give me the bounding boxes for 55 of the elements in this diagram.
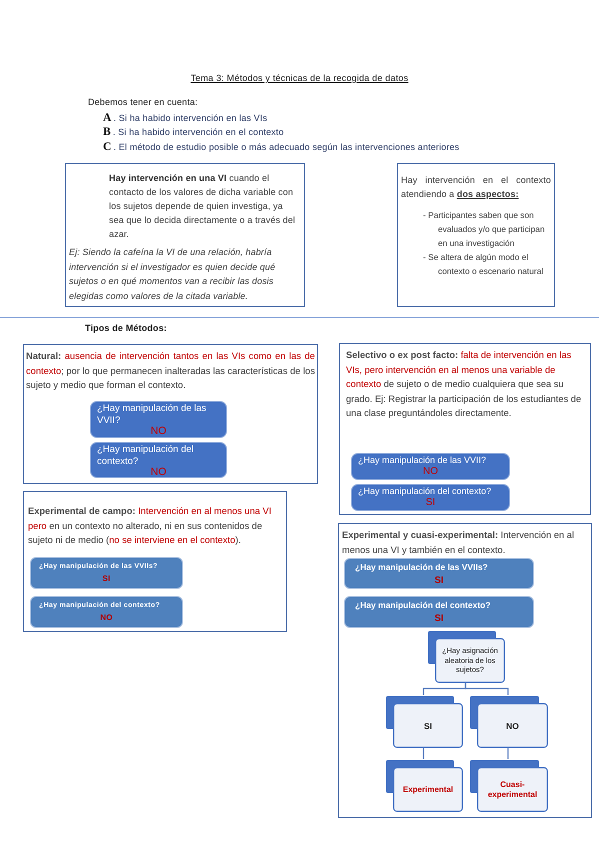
option-label: NO [506, 720, 519, 730]
question-box [344, 558, 534, 589]
method-description: Selectivo o ex post facto: falta de intervención en las VIs, pero intervención en al menos una variable de contexto de sujeto o de medio cualquiera que sea su grado. Ej: Registrar la participación de los estudiantes de una clase preguntándoles directamente. [346, 349, 582, 420]
question-text: ¿Hay manipulación del contexto? [355, 599, 492, 612]
method-description: Experimental de campo: Intervención en al menos una VI pero en un contexto no alterado, ni en sus contenidos de sujeto ni de medio (no se interviene en el contexto). [28, 505, 272, 548]
definition-text: Hay intervención en el contexto atendiendo a dos aspectos: [401, 174, 551, 201]
result-box [386, 760, 463, 812]
definition-box [397, 163, 555, 307]
question-text: ¿Hay manipulación de las VVII? [97, 403, 208, 426]
bullet-item: - Se altera de algún modo el contexto o escenario natural [422, 251, 544, 278]
question-text: ¿Hay manipulación del contexto? [97, 444, 195, 467]
question-text: ¿Hay manipulación de las VVIIs? [355, 561, 489, 574]
answer-text: SI [434, 612, 444, 625]
example-text: Ej: Siendo la cafeína la VI de una relación, habría intervención si el investigador es quien decide qué sujetos o en qué momentos van a recibir las dosis elegidas como valores de la citada variable. [69, 246, 276, 303]
definition-box [65, 163, 305, 307]
question-box [90, 401, 227, 438]
method-box [339, 343, 591, 515]
answer-text: SI [424, 497, 436, 509]
section-heading: Tipos de Métodos: [85, 322, 167, 335]
result-box [470, 760, 548, 812]
list-item: A. Si ha habido intervención en las VIs [103, 112, 268, 125]
method-box [23, 344, 318, 484]
result-label: Cuasi-experimental [486, 780, 538, 800]
question-box [428, 631, 505, 683]
result-label: Experimental [402, 784, 454, 794]
connector-line [507, 747, 509, 759]
answer-text: SI [101, 573, 112, 585]
connector-line [422, 747, 424, 759]
heading-text: Debemos tener en cuenta: [88, 96, 198, 109]
method-box [23, 491, 287, 632]
connector-line [464, 682, 509, 695]
answer-text: NO [150, 467, 168, 478]
answer-text: NO [422, 466, 439, 478]
list-item: C. El método de estudio posible o más adecuado según las intervenciones anteriores [103, 141, 460, 154]
option-box [386, 696, 463, 748]
option-box [470, 696, 548, 748]
answer-text: SI [434, 574, 444, 587]
method-box [338, 523, 592, 818]
question-box [90, 442, 227, 478]
question-text: ¿Hay manipulación del contexto? [358, 485, 492, 497]
option-label: SI [424, 720, 432, 730]
list-item: B. Si ha habido intervención en el contexto [103, 126, 284, 139]
answer-text: NO [99, 612, 114, 624]
answer-text: NO [150, 426, 168, 438]
method-description: Natural: ausencia de intervención tantos en las VIs como en las de contexto; por lo que permanecen inalteradas las características de los sujeto y medio que forman el contexto. [26, 350, 315, 392]
question-box [351, 484, 510, 511]
question-box [30, 596, 183, 628]
method-description: Experimental y cuasi-experimental: Intervención en al menos una VI y también en el contexto. [342, 529, 576, 557]
question-text: ¿Hay manipulación de las VVII? [358, 454, 488, 466]
bullet-item: - Participantes saben que son evaluados y/o que participan en una investigación [422, 209, 546, 250]
question-box [351, 453, 510, 480]
definition-text: Hay intervención en una VI cuando el contacto de los valores de dicha variable con los sujetos depende de quien investiga, ya sea que lo decida directamente o a través del azar. [109, 172, 296, 241]
question-box [344, 596, 534, 628]
page-title: Tema 3: Métodos y técnicas de la recogida de datos [190, 72, 408, 84]
question-box [30, 557, 183, 589]
